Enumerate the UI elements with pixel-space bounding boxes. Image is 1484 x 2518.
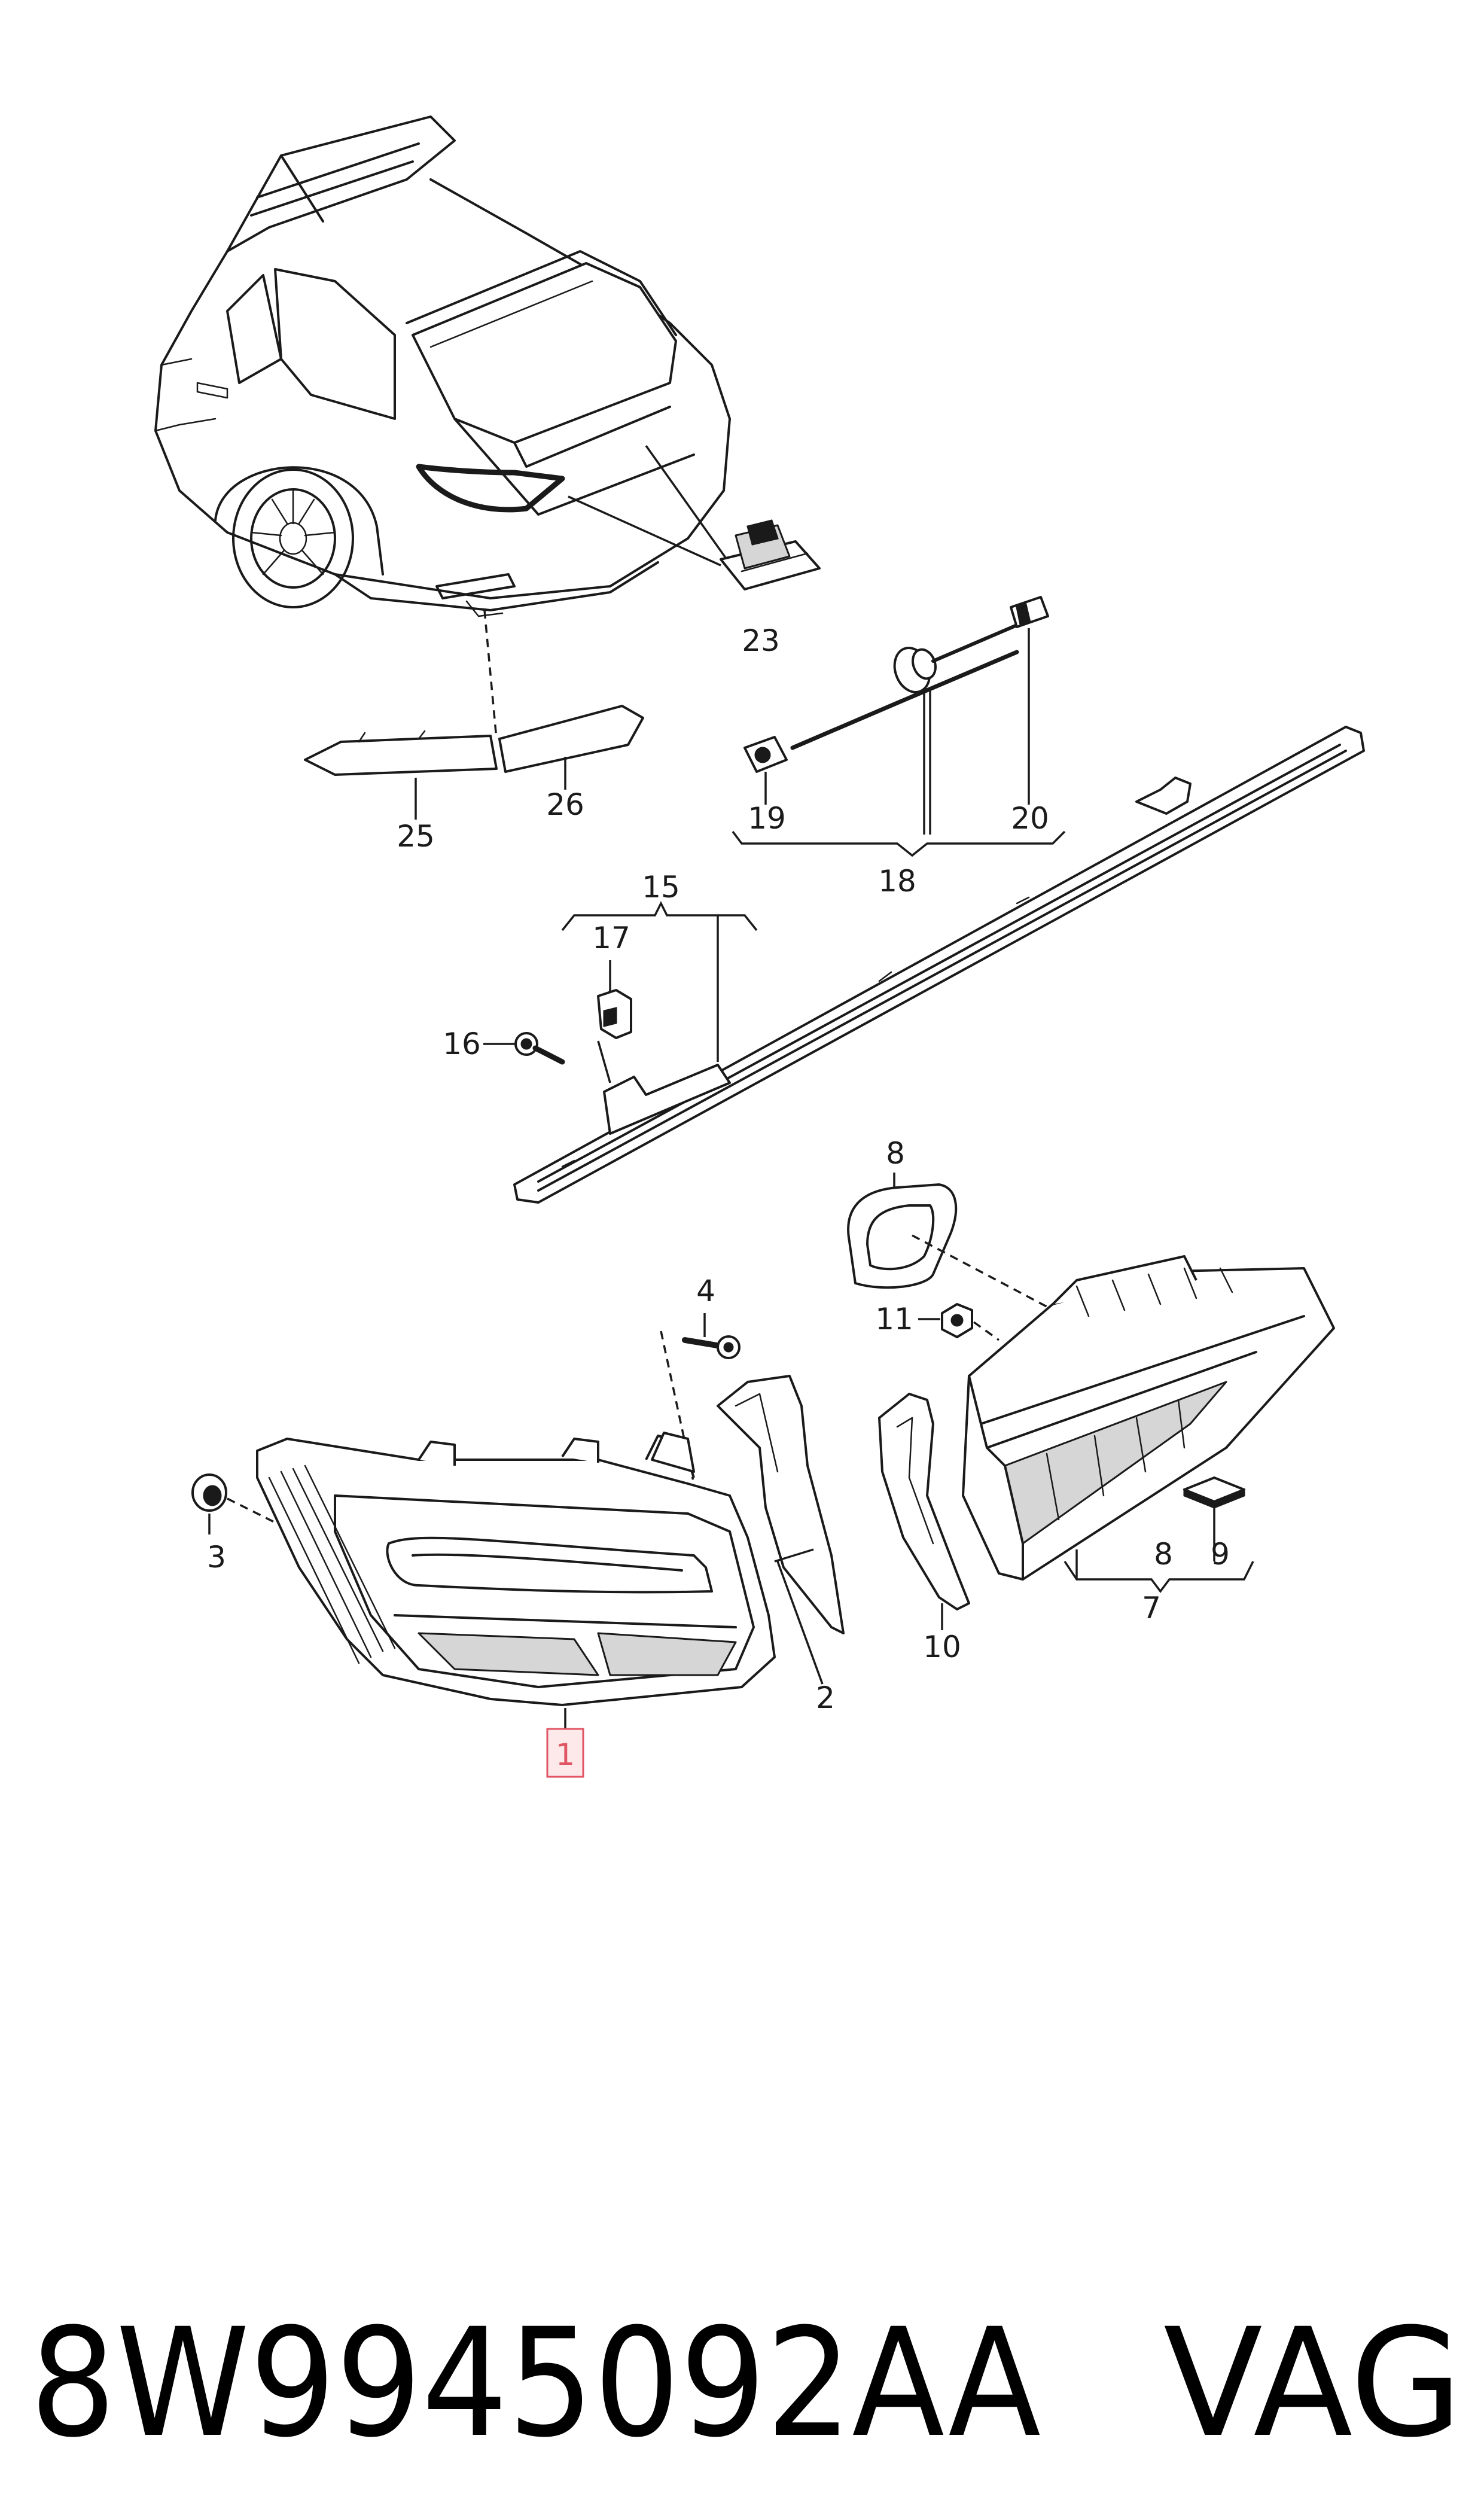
callout-19: 19	[748, 801, 786, 836]
callout-4: 4	[696, 1274, 715, 1308]
callout-20: 20	[1011, 801, 1049, 836]
callout-1-highlight	[546, 1728, 584, 1778]
callout-1: 1	[556, 1737, 575, 1772]
part-16-screw	[514, 1032, 565, 1065]
callout-11: 11	[875, 1302, 913, 1336]
callout-10: 10	[923, 1630, 961, 1664]
callout-8-bottom: 8	[1154, 1537, 1173, 1572]
bracket-15	[561, 901, 758, 931]
part-1-outer-tail-light	[256, 1432, 776, 1706]
brand-name: VAG	[1163, 2296, 1462, 2470]
part-20-connector	[1010, 596, 1049, 628]
callout-23: 23	[742, 623, 780, 658]
callout-9: 9	[1211, 1537, 1230, 1572]
part-number: 8W9945092AA	[30, 2296, 1041, 2470]
callout-3: 3	[207, 1540, 226, 1575]
bracket-18	[732, 830, 1066, 857]
part-23-plate-light	[720, 519, 821, 590]
car-illustration	[154, 115, 731, 617]
part-9-pad	[1183, 1476, 1245, 1509]
part-10-trim	[878, 1393, 970, 1610]
callout-labels: 23 25 26 19 20 18 15 17 16 8 4 11 3 8 9 …	[207, 623, 1230, 1778]
callout-25: 25	[397, 819, 435, 854]
callout-26: 26	[546, 787, 584, 822]
part-26-reflector	[498, 705, 644, 773]
part-18-wiring	[790, 623, 1019, 750]
part-11-nut	[941, 1303, 973, 1338]
callout-2: 2	[816, 1680, 835, 1715]
part-19-connector	[743, 736, 788, 773]
callout-8-top: 8	[886, 1136, 905, 1171]
part-4-screw	[682, 1335, 741, 1359]
leader-23a	[645, 444, 728, 561]
callout-17: 17	[592, 921, 630, 955]
part-8-gasket	[847, 1183, 958, 1289]
part-3-grommet	[191, 1473, 227, 1512]
leader-23b	[568, 495, 721, 567]
callout-7: 7	[1142, 1591, 1161, 1625]
part-15-light-bar	[513, 726, 1365, 1204]
part-7-inner-tail-light	[962, 1255, 1335, 1581]
callout-15: 15	[642, 870, 680, 905]
bracket-7	[1064, 1561, 1254, 1593]
part-2-trim	[717, 1375, 845, 1634]
callout-16: 16	[443, 1027, 481, 1061]
part-17-clip	[597, 989, 632, 1039]
callout-18: 18	[878, 864, 916, 899]
part-25-reflector	[304, 730, 498, 776]
leader-25-26	[483, 610, 498, 739]
